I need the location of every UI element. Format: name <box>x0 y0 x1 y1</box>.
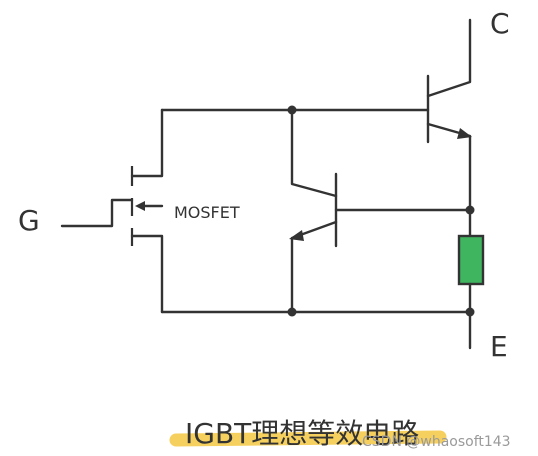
junction-dot <box>287 307 297 317</box>
upper-transistor <box>426 18 472 212</box>
lower-transistor <box>289 108 472 314</box>
collector-label: C <box>490 7 510 40</box>
junction-dot <box>465 307 475 317</box>
lower-arrow-icon <box>289 230 304 241</box>
caption-highlight <box>169 430 447 447</box>
watermark: CSDN @whaosoft143 <box>362 434 511 450</box>
mosfet-label: MOSFET <box>174 203 240 222</box>
caption: IGBT理想等效电路 <box>185 417 419 450</box>
resistor <box>457 234 485 286</box>
upper-arrow-icon <box>457 128 472 139</box>
mosfet-arrow-icon <box>135 201 145 211</box>
gate-wire <box>60 198 134 228</box>
emitter-label: E <box>490 330 508 363</box>
mosfet-symbol <box>130 108 164 314</box>
gate-label: G <box>18 204 40 237</box>
